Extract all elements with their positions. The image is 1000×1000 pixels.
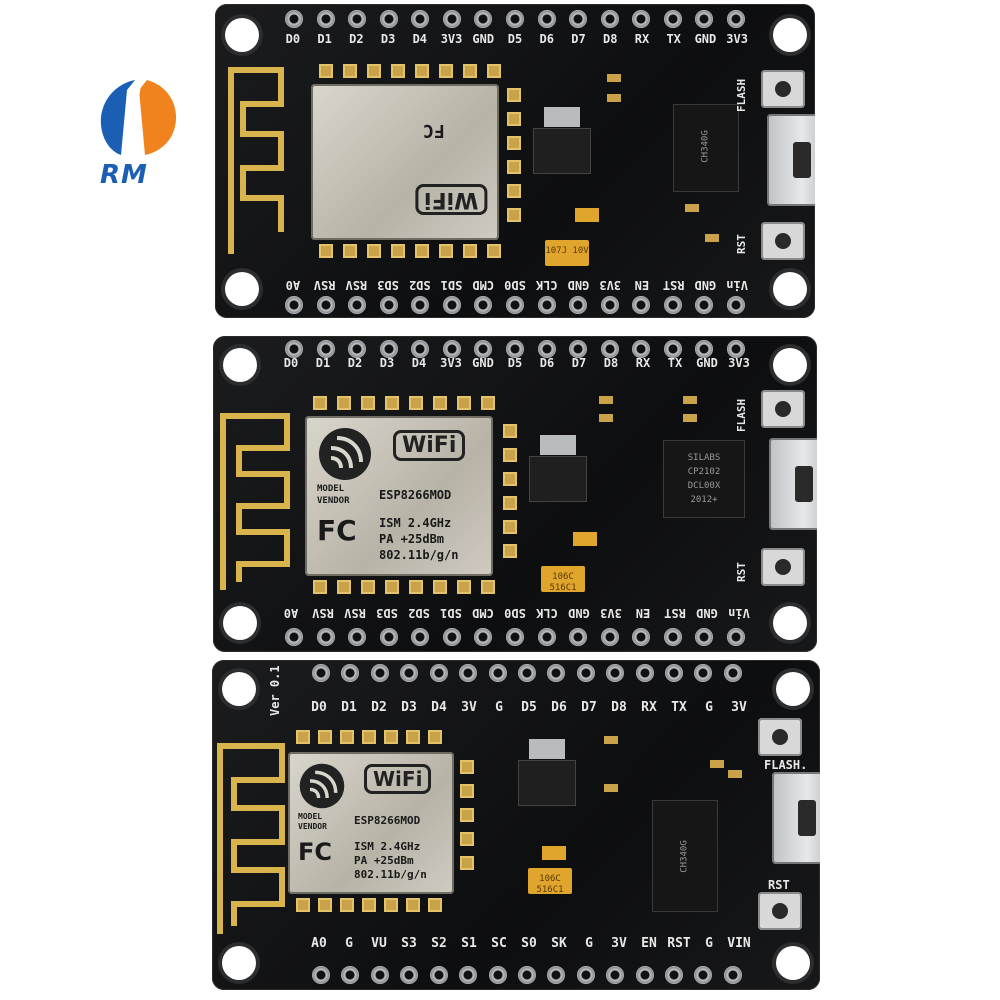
fc-mark: FC bbox=[298, 838, 333, 866]
flash-button[interactable] bbox=[761, 390, 805, 428]
rst-label: RST bbox=[735, 562, 748, 582]
micro-usb-port[interactable] bbox=[769, 438, 817, 530]
bottom-pin-header bbox=[213, 628, 817, 646]
wifi-module: WiFi MODEL VENDOR ESP8266MOD FC ISM 2.4G… bbox=[288, 752, 454, 894]
voltage-regulator bbox=[518, 739, 576, 806]
flash-button[interactable] bbox=[761, 70, 805, 108]
rst-button[interactable] bbox=[761, 548, 805, 586]
mount-hole bbox=[773, 606, 807, 640]
rm-logo-icon bbox=[100, 80, 177, 163]
pcb-antenna bbox=[220, 413, 290, 590]
fc-mark: FC bbox=[317, 514, 357, 547]
micro-usb-port[interactable] bbox=[772, 772, 820, 864]
wifi-module: WiFi MODEL VENDOR ESP8266MOD FC ISM 2.4G… bbox=[305, 416, 493, 576]
tantalum-capacitor: 107J 10V bbox=[545, 240, 589, 266]
flash-button[interactable] bbox=[758, 718, 802, 756]
espressif-logo-icon bbox=[319, 428, 371, 480]
wifi-module: WiFi FC bbox=[311, 84, 499, 240]
usb-serial-chip: CH340G bbox=[673, 104, 739, 192]
wifi-badge: WiFi bbox=[415, 184, 488, 215]
mount-hole bbox=[776, 946, 810, 980]
mount-hole bbox=[225, 18, 259, 52]
voltage-regulator bbox=[533, 107, 591, 174]
voltage-regulator bbox=[529, 435, 587, 502]
rst-button[interactable] bbox=[758, 892, 802, 930]
espressif-logo-icon bbox=[299, 763, 345, 809]
mount-hole bbox=[225, 272, 259, 306]
usb-serial-chip: CH340G bbox=[652, 800, 718, 912]
mount-hole bbox=[773, 18, 807, 52]
flash-label: FLASH. bbox=[764, 758, 808, 772]
top-pin-header bbox=[212, 664, 820, 682]
mount-hole bbox=[773, 348, 807, 382]
pcb-antenna bbox=[228, 67, 284, 254]
bottom-pin-header bbox=[212, 966, 820, 984]
mount-hole bbox=[773, 272, 807, 306]
mount-hole bbox=[222, 946, 256, 980]
tantalum-capacitor: 106C 516C1 bbox=[541, 566, 585, 593]
mount-hole bbox=[776, 672, 810, 706]
flash-label: FLASH bbox=[735, 398, 748, 432]
flash-label: FLASH bbox=[735, 78, 748, 112]
bottom-pin-header bbox=[215, 296, 815, 314]
logo-text: RM bbox=[100, 160, 148, 190]
rst-label: RST bbox=[735, 234, 748, 254]
pcb-antenna bbox=[217, 743, 285, 934]
mount-hole bbox=[223, 348, 257, 382]
micro-usb-port[interactable] bbox=[767, 114, 815, 206]
wifi-badge: WiFi bbox=[393, 430, 466, 461]
top-pin-header bbox=[213, 340, 817, 358]
mount-hole bbox=[222, 672, 256, 706]
mount-hole bbox=[223, 606, 257, 640]
usb-serial-chip: SILABS CP2102 DCL00X 2012+ bbox=[663, 440, 745, 518]
rst-button[interactable] bbox=[761, 222, 805, 260]
tantalum-capacitor: 106C 516C1 bbox=[528, 868, 572, 895]
rst-label: RST bbox=[768, 878, 790, 892]
top-pin-header bbox=[215, 10, 815, 28]
wifi-badge: WiFi bbox=[364, 764, 432, 794]
fc-mark: FC bbox=[423, 120, 445, 141]
